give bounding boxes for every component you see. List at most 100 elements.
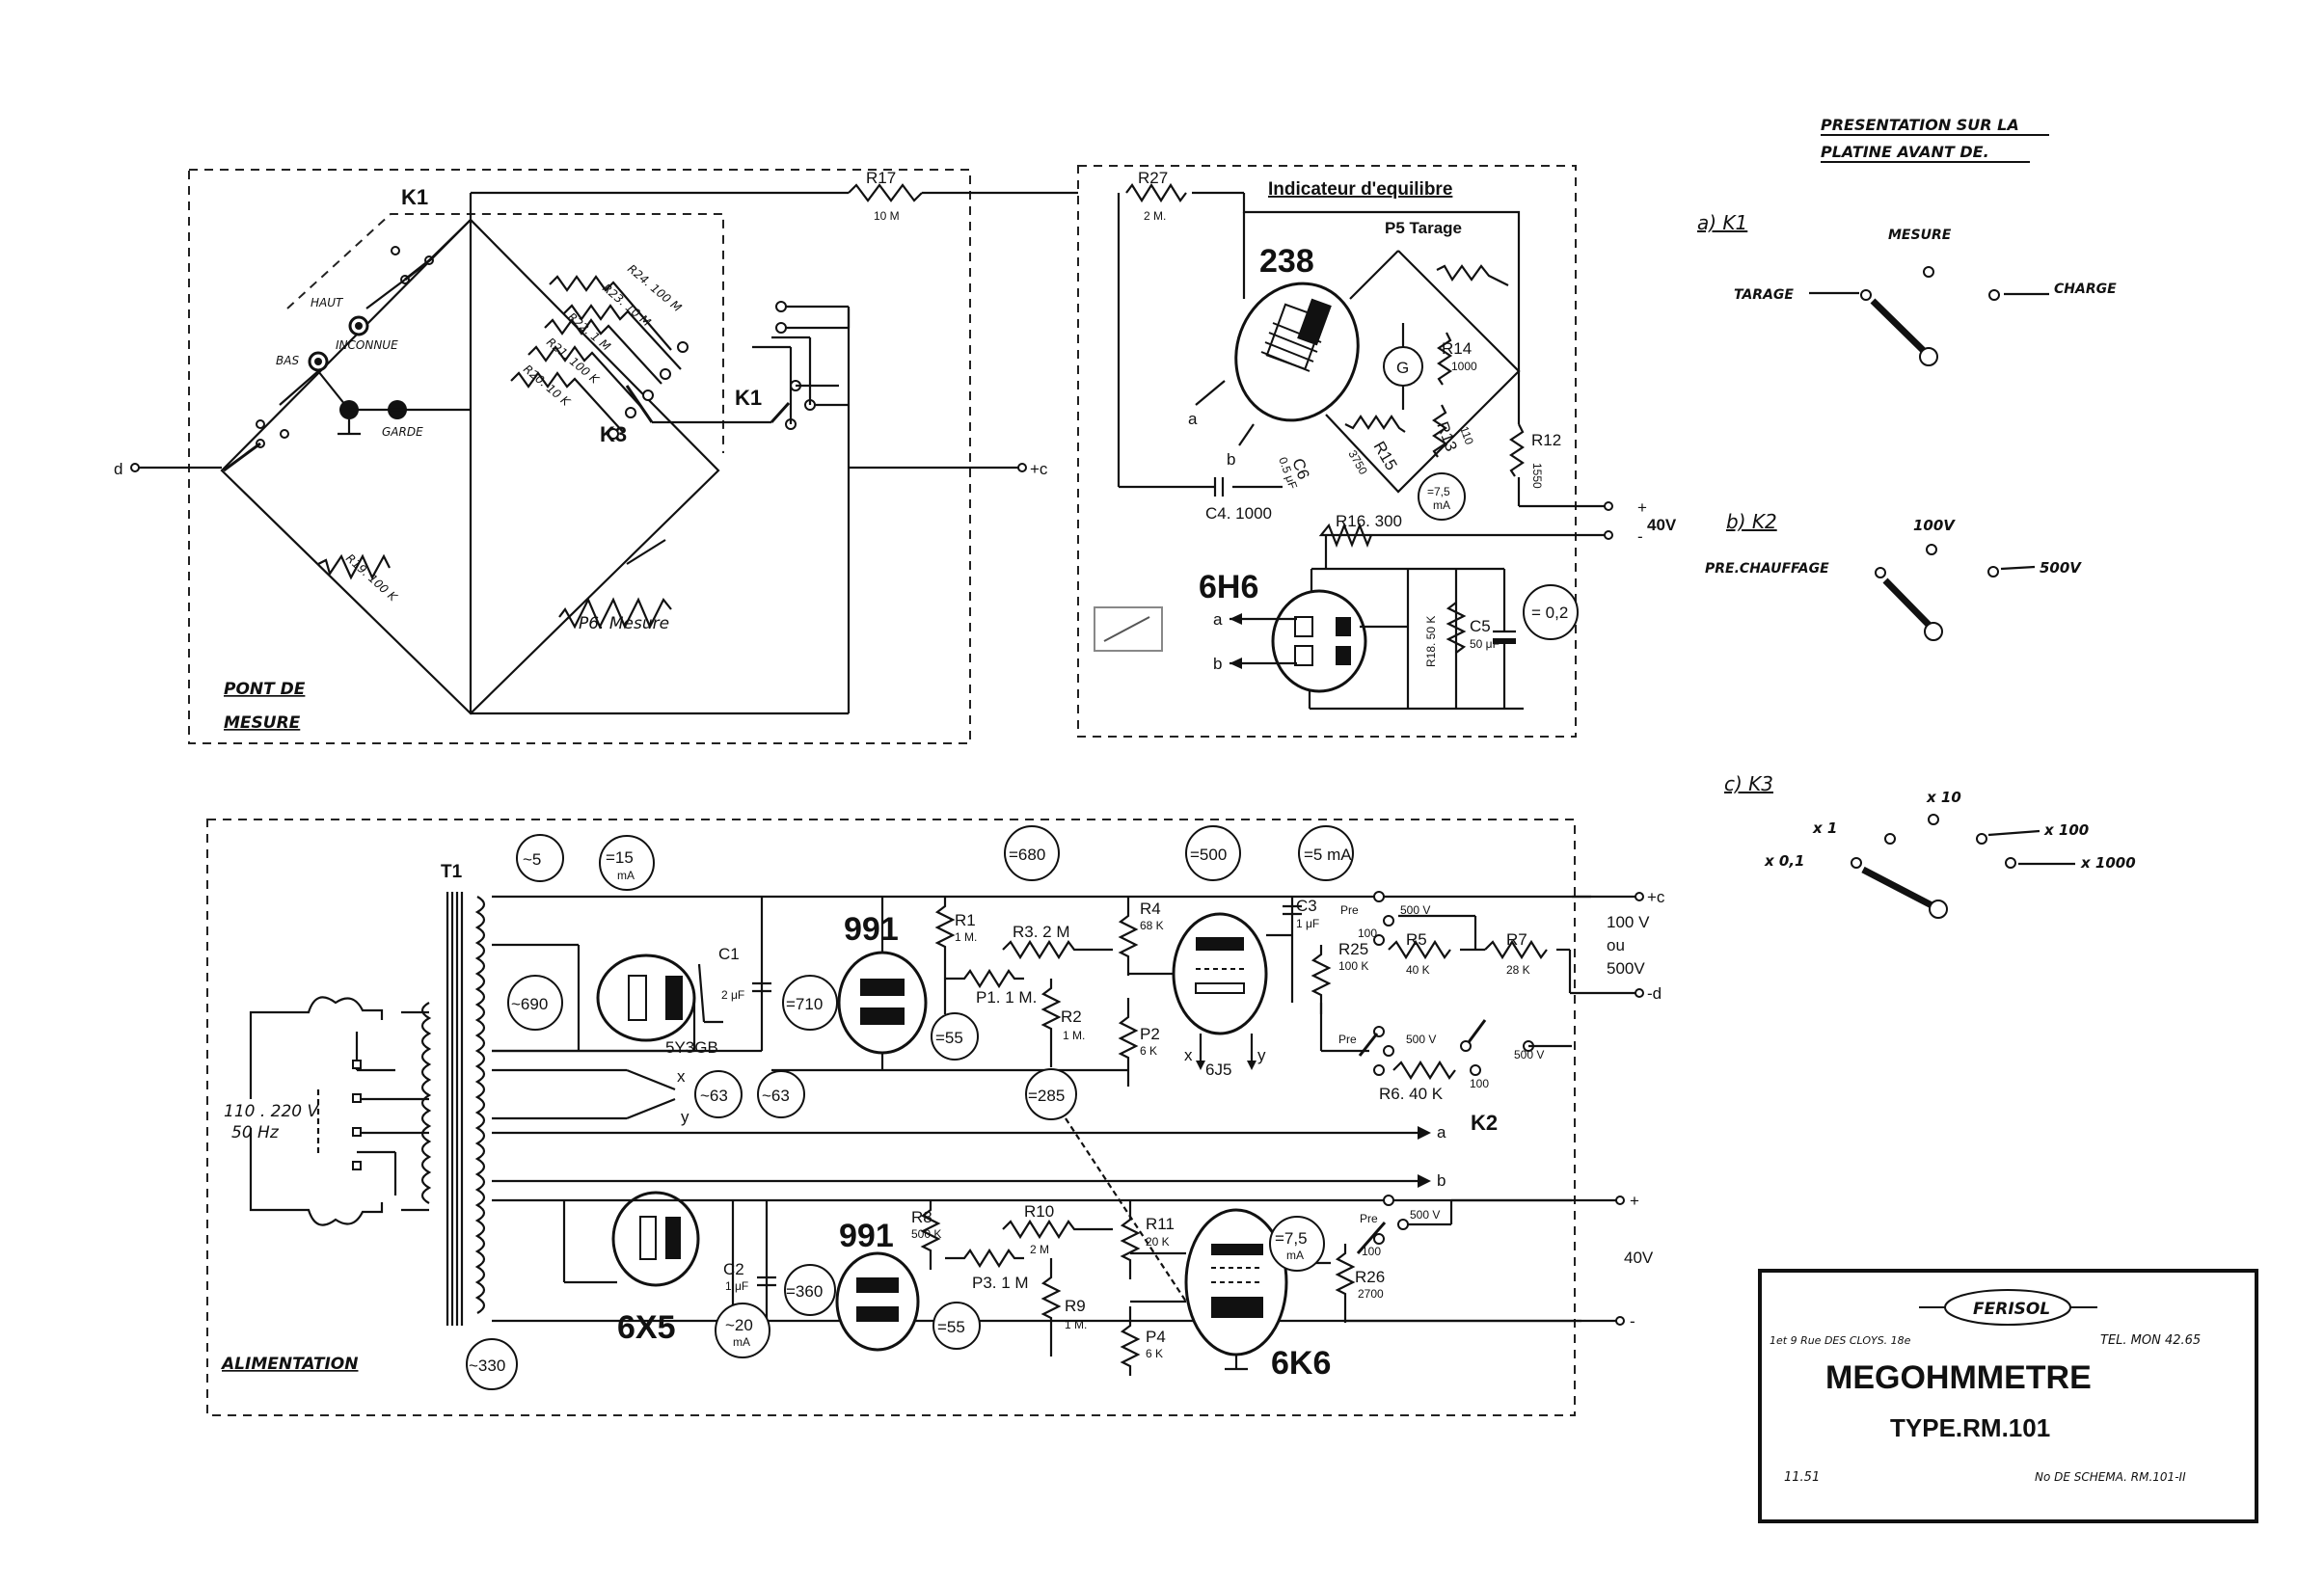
r12-resistor bbox=[1509, 423, 1525, 477]
k2-pre3-label: Pre bbox=[1360, 1212, 1378, 1225]
r4-value: 68 K bbox=[1140, 919, 1164, 932]
k2-pivot[interactable] bbox=[1924, 622, 1943, 641]
c1-value: 2 μF bbox=[721, 988, 744, 1002]
d-label: d bbox=[114, 460, 122, 478]
tel-label: TEL. MON 42.65 bbox=[2100, 1333, 2201, 1348]
c2-value: 1 μF bbox=[725, 1279, 748, 1293]
tube-6h6 bbox=[1271, 589, 1367, 693]
r27-resistor bbox=[1125, 182, 1187, 203]
k3-pivot[interactable] bbox=[1929, 900, 1948, 919]
k3-x100-contact bbox=[1976, 833, 1987, 845]
measuring-bridge-section: K1 K1 K3 HAUT INCONNUE BAS GARDE R17 10 … bbox=[114, 169, 1078, 744]
brand-label: FERISOL bbox=[1973, 1300, 2050, 1319]
m285-label: =285 bbox=[1028, 1087, 1065, 1105]
c-label: +c bbox=[1030, 460, 1048, 478]
meter-500v bbox=[1185, 825, 1241, 881]
bas-label: BAS bbox=[276, 354, 299, 367]
r18-label: R18. 50 K bbox=[1424, 616, 1438, 667]
meter-5v bbox=[516, 834, 564, 882]
k2-lever[interactable] bbox=[1882, 578, 1933, 630]
meter-55v-lower bbox=[932, 1302, 981, 1350]
p4-label: P4 bbox=[1146, 1328, 1166, 1346]
r22-label: R22. 1 M bbox=[565, 310, 613, 354]
meter-20ma bbox=[715, 1303, 770, 1358]
panel-title-1: PRESENTATION SUR LA bbox=[1821, 116, 2019, 134]
k3-x10-contact bbox=[1928, 814, 1939, 825]
terminal-plus-40v bbox=[1604, 501, 1613, 511]
m680-label: =680 bbox=[1009, 846, 1045, 864]
r26-label: R26 bbox=[1355, 1268, 1385, 1286]
power-supply-section: ALIMENTATION T1 110 . 220 V bbox=[206, 819, 1665, 1416]
m75b-label: =7,5 bbox=[1275, 1229, 1308, 1248]
r27-value: 2 M. bbox=[1144, 209, 1166, 223]
r6-label: R6. 40 K bbox=[1379, 1085, 1444, 1103]
bridge-frame bbox=[188, 169, 971, 744]
terminal-d bbox=[130, 463, 140, 472]
r9-value: 1 M. bbox=[1065, 1318, 1087, 1331]
p5-label: P5 Tarage bbox=[1385, 219, 1462, 237]
k1-switch-contacts bbox=[752, 301, 851, 430]
address-label: 1et 9 Rue DES CLOYS. 18e bbox=[1770, 1334, 1911, 1347]
r11-resistor bbox=[1120, 1200, 1141, 1279]
r4-label: R4 bbox=[1140, 900, 1161, 918]
inconnue-label: INCONNUE bbox=[336, 338, 398, 352]
r3-resistor bbox=[1002, 939, 1113, 960]
meter-285v bbox=[1025, 1068, 1077, 1120]
m20-unit: mA bbox=[733, 1335, 750, 1349]
k3-x01-contact bbox=[1851, 857, 1862, 869]
line-b-label: b bbox=[1437, 1171, 1446, 1190]
r1-resistor bbox=[934, 897, 956, 1014]
plus2-label: + bbox=[1630, 1192, 1639, 1210]
c3-value: 1 μF bbox=[1296, 917, 1319, 930]
k1-pivot[interactable] bbox=[1919, 347, 1938, 366]
m02-label: = 0,2 bbox=[1531, 604, 1568, 622]
r11-label: R11 bbox=[1146, 1215, 1175, 1233]
m75b-unit: mA bbox=[1286, 1249, 1304, 1262]
meter-710v bbox=[782, 975, 838, 1031]
r16-label: R16. 300 bbox=[1336, 512, 1402, 530]
k1-lever[interactable] bbox=[1870, 298, 1928, 355]
r9-label: R9 bbox=[1065, 1297, 1086, 1315]
c5-value: 50 μF bbox=[1470, 637, 1500, 651]
balance-indicator-section: Indicateur d'equilibre P5 Tarage R27 2 M… bbox=[1077, 165, 1677, 738]
date-label: 11.51 bbox=[1784, 1470, 1820, 1485]
6h6-b-label: b bbox=[1213, 655, 1222, 673]
r16-resistor bbox=[1318, 523, 1373, 548]
r14-resistor bbox=[1437, 332, 1452, 386]
bridge-title-2: MESURE bbox=[224, 713, 301, 733]
b-label: b bbox=[1227, 450, 1235, 469]
r7-value: 28 K bbox=[1506, 963, 1530, 977]
tube-991a-label: 991 bbox=[844, 911, 899, 948]
power-title: ALIMENTATION bbox=[220, 1355, 358, 1374]
k3-label: K3 bbox=[600, 422, 627, 446]
c1-label: C1 bbox=[718, 945, 740, 963]
tube-991-lower bbox=[835, 1251, 920, 1352]
p1-label: P1. 1 M. bbox=[976, 988, 1037, 1007]
plus-label: + bbox=[1637, 498, 1647, 517]
r15-label: R15 bbox=[1370, 439, 1401, 474]
k3-lever[interactable] bbox=[1861, 866, 1935, 910]
m500-label: =500 bbox=[1190, 846, 1227, 864]
k1-mesure-contact bbox=[1923, 266, 1934, 278]
indicator-frame bbox=[1077, 165, 1577, 738]
r6-resistor bbox=[1392, 1060, 1456, 1081]
indicator-title: Indicateur d'equilibre bbox=[1268, 179, 1452, 200]
prechauffage-label: PRE.CHAUFFAGE bbox=[1705, 561, 1829, 577]
r8-value: 500 K bbox=[911, 1227, 941, 1241]
k3-x1-contact bbox=[1884, 833, 1896, 845]
r9-resistor bbox=[1040, 1258, 1062, 1357]
fuse-2 bbox=[249, 1200, 384, 1226]
v100-label: 100 V bbox=[1607, 913, 1650, 931]
x100-label: x 100 bbox=[2043, 821, 2089, 839]
r5-label: R5 bbox=[1406, 930, 1427, 949]
tube-991b-label: 991 bbox=[839, 1218, 894, 1254]
6j5-y-label: y bbox=[1257, 1046, 1266, 1064]
meter-680v bbox=[1004, 825, 1060, 881]
p2-label: P2 bbox=[1140, 1025, 1160, 1043]
6j5-x-label: x bbox=[1184, 1046, 1193, 1064]
pc-label: +c bbox=[1647, 888, 1665, 906]
r10-label: R10 bbox=[1024, 1202, 1054, 1221]
product-title: MEGOHMMETRE bbox=[1825, 1359, 2092, 1396]
r7-resistor bbox=[1484, 939, 1548, 960]
k2-pre2-label: Pre bbox=[1338, 1033, 1357, 1046]
